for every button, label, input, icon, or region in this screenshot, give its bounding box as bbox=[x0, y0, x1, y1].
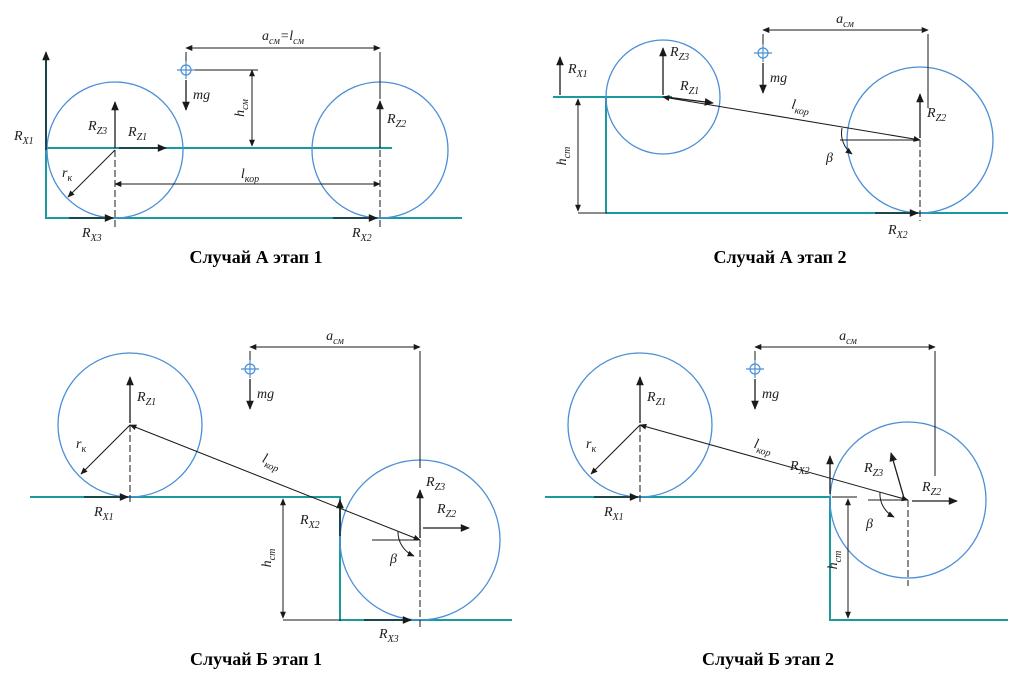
panel-case-a-stage-2: RX1 RZ3 RZ1 aсм mg lкор β RZ2 hст RX2 Сл… bbox=[553, 12, 1008, 267]
label-asm-lsm: aсм=lсм bbox=[262, 29, 305, 47]
panel-title: Случай А этап 2 bbox=[713, 247, 846, 267]
extension-lines bbox=[754, 351, 936, 498]
wheel-radius-line bbox=[67, 149, 116, 198]
label-hsm: hсм bbox=[233, 98, 251, 116]
panel-title: Случай А этап 1 bbox=[189, 247, 322, 267]
wheel-centerlines bbox=[114, 150, 381, 227]
label-rx2: RX2 bbox=[887, 223, 908, 241]
label-rz1: RZ1 bbox=[127, 125, 147, 143]
label-lkor: lкор bbox=[751, 437, 773, 459]
wall-ground-body-lines bbox=[45, 55, 462, 219]
label-hst: hст bbox=[260, 549, 278, 568]
wheel-left bbox=[46, 81, 184, 219]
label-beta: β bbox=[865, 517, 873, 532]
label-rk: rк bbox=[76, 437, 86, 455]
label-rz1: RZ1 bbox=[646, 390, 666, 408]
beta-arc bbox=[841, 127, 853, 155]
dim-lkor bbox=[129, 424, 421, 541]
panel-title: Случай Б этап 1 bbox=[190, 649, 322, 669]
center-of-mass-symbol bbox=[746, 360, 764, 410]
label-lkor: lкор bbox=[241, 167, 259, 185]
label-beta: β bbox=[825, 151, 833, 166]
wheel-radius-line bbox=[590, 424, 641, 475]
label-rz2: RZ2 bbox=[921, 480, 941, 498]
com-cross-icon bbox=[177, 61, 195, 79]
center-of-mass-symbol bbox=[177, 61, 195, 111]
wheel-centerlines bbox=[129, 425, 421, 627]
center-of-mass-symbol bbox=[754, 44, 772, 94]
panel-case-a-stage-1: RX1 aсм=lсм mg hсм RZ3 RZ1 RZ2 rк lкор R… bbox=[13, 29, 462, 267]
label-rx3: RX3 bbox=[81, 226, 102, 244]
dim-lkor bbox=[662, 95, 921, 142]
label-rx2: RX2 bbox=[299, 513, 320, 531]
label-rz1: RZ1 bbox=[136, 390, 156, 408]
com-cross-icon bbox=[754, 44, 772, 62]
extension-lines bbox=[578, 34, 929, 214]
label-asm: aсм bbox=[839, 329, 857, 347]
extension-lines bbox=[185, 52, 381, 99]
label-mg: mg bbox=[770, 71, 787, 86]
label-lkor: lкор bbox=[259, 451, 283, 474]
label-rz3: RZ3 bbox=[863, 461, 883, 479]
label-asm: aсм bbox=[836, 12, 854, 30]
panel-case-b-stage-2: RZ1 rк RX1 aсм mg lкор RX2 RZ3 RZ2 β hст… bbox=[545, 329, 1008, 669]
label-mg: mg bbox=[193, 88, 210, 103]
label-rx3: RX3 bbox=[378, 627, 399, 645]
label-rx2: RX2 bbox=[351, 226, 372, 244]
extension-lines bbox=[249, 351, 421, 621]
label-rz3: RZ3 bbox=[425, 475, 445, 493]
label-rz2: RZ2 bbox=[436, 502, 456, 520]
label-rx1: RX1 bbox=[93, 505, 114, 523]
label-rz3: RZ3 bbox=[87, 119, 107, 137]
label-hst: hст bbox=[826, 551, 844, 570]
panel-title: Случай Б этап 2 bbox=[702, 649, 834, 669]
com-cross-icon bbox=[241, 360, 259, 378]
force-rz1-arrow bbox=[665, 96, 714, 106]
wheel-centerlines bbox=[639, 425, 909, 586]
label-rx1: RX1 bbox=[567, 62, 588, 80]
label-rz2: RZ2 bbox=[926, 106, 946, 124]
label-rz1: RZ1 bbox=[679, 79, 699, 97]
force-rz3-arrow bbox=[889, 452, 905, 499]
beta-arc bbox=[397, 530, 415, 557]
step-and-ground-lines bbox=[553, 96, 1008, 214]
label-mg: mg bbox=[257, 387, 274, 402]
com-cross-icon bbox=[746, 360, 764, 378]
label-rx1: RX1 bbox=[13, 129, 34, 147]
label-rz2: RZ2 bbox=[386, 112, 406, 130]
beta-arc bbox=[879, 491, 895, 518]
wheel-radius-line bbox=[80, 424, 131, 475]
label-rx2: RX2 bbox=[789, 459, 810, 477]
label-rx1: RX1 bbox=[603, 505, 624, 523]
label-hst: hст bbox=[555, 147, 573, 166]
dim-lkor bbox=[639, 423, 909, 502]
label-rk: rк bbox=[62, 166, 72, 184]
label-lkor: lкор bbox=[790, 98, 811, 119]
label-rk: rк bbox=[586, 437, 596, 455]
center-of-mass-symbol bbox=[241, 360, 259, 410]
label-asm: aсм bbox=[326, 329, 344, 347]
label-mg: mg bbox=[762, 387, 779, 402]
panel-case-b-stage-1: RZ1 rк RX1 aсм mg lкор RX2 RZ3 RZ2 β RX3… bbox=[30, 329, 512, 669]
label-beta: β bbox=[389, 552, 397, 567]
label-rz3: RZ3 bbox=[669, 45, 689, 63]
